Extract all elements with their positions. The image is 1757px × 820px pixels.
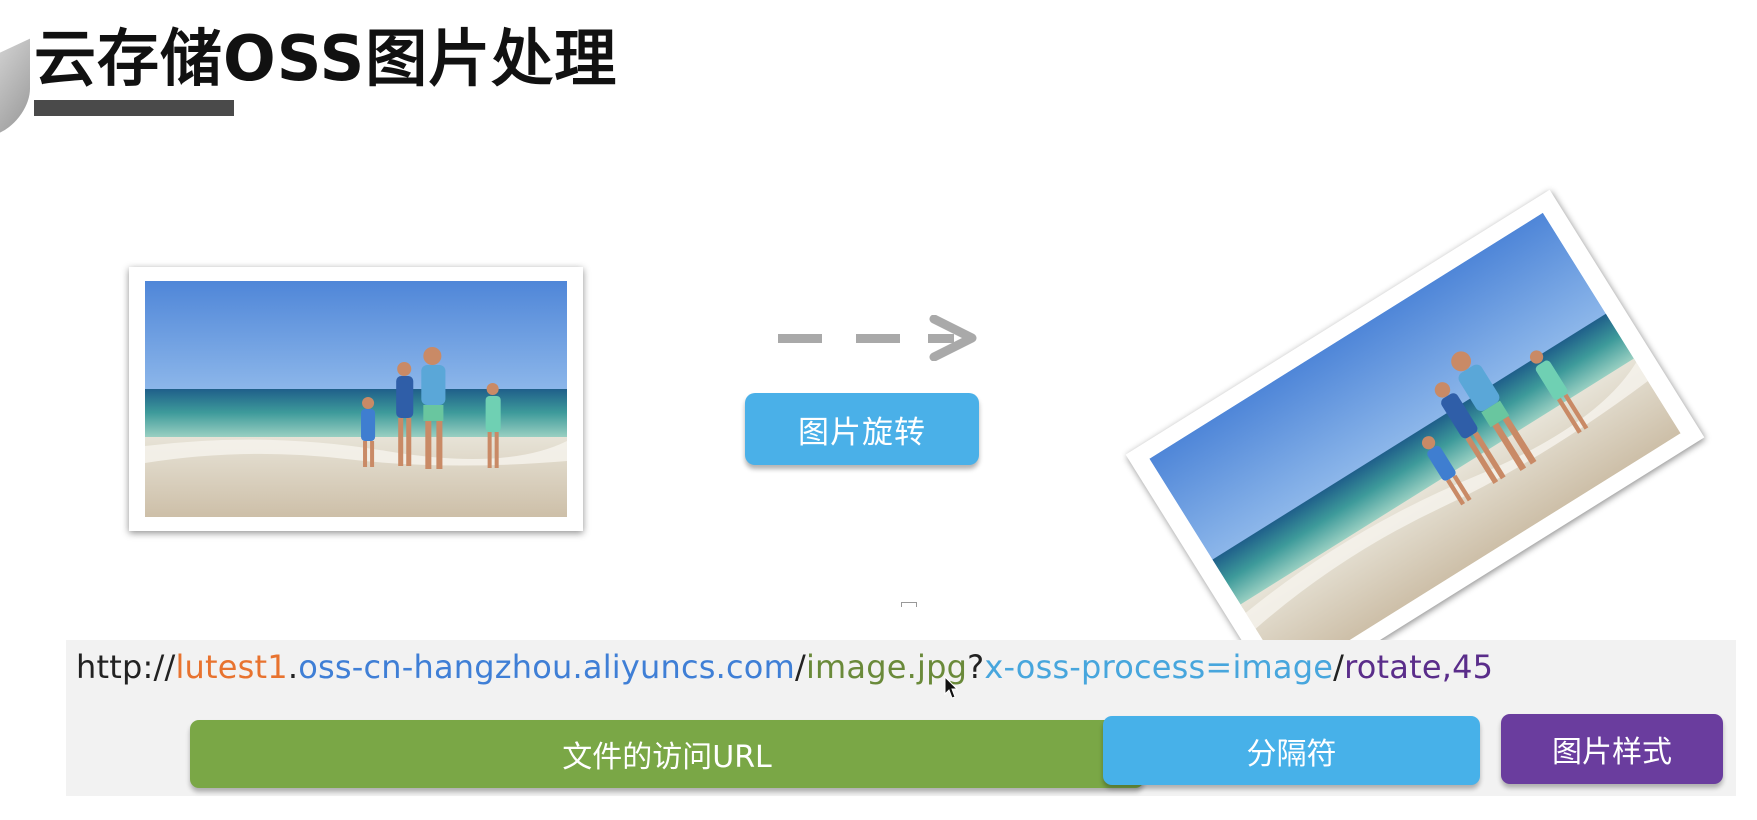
url-protocol: http://: [76, 648, 176, 686]
image-rotate-button[interactable]: 图片旋转: [745, 393, 979, 465]
dashed-arrow-right-icon: [778, 315, 977, 361]
url-slash-2: /: [1333, 648, 1345, 686]
small-marker: [901, 602, 917, 607]
beach-family-photo: [145, 281, 567, 517]
image-style-label: 图片样式: [1501, 714, 1723, 784]
corner-decoration: [0, 38, 30, 152]
url-panel: http://lutest1.oss-cn-hangzhou.aliyuncs.…: [66, 640, 1736, 796]
beach-family-photo-rotated: [1149, 212, 1681, 680]
url-file: image.jpg: [805, 648, 968, 686]
url-dot: .: [287, 648, 299, 686]
title-underline: [34, 100, 234, 116]
separator-label: 分隔符: [1103, 716, 1480, 785]
mouse-pointer-icon: [944, 676, 958, 699]
url-slash: /: [794, 648, 806, 686]
url-question-mark: ?: [967, 648, 985, 686]
oss-url-example: http://lutest1.oss-cn-hangzhou.aliyuncs.…: [76, 648, 1493, 686]
original-photo: [129, 267, 583, 531]
url-domain: oss-cn-hangzhou.aliyuncs.com: [298, 648, 795, 686]
slide-title: 云存储OSS图片处理: [34, 22, 618, 95]
rotated-photo: [1125, 189, 1705, 703]
url-style: rotate,45: [1344, 648, 1494, 686]
url-process-param: x-oss-process=image: [984, 648, 1334, 686]
url-bucket: lutest1: [175, 648, 288, 686]
file-url-label: 文件的访问URL: [190, 720, 1144, 788]
